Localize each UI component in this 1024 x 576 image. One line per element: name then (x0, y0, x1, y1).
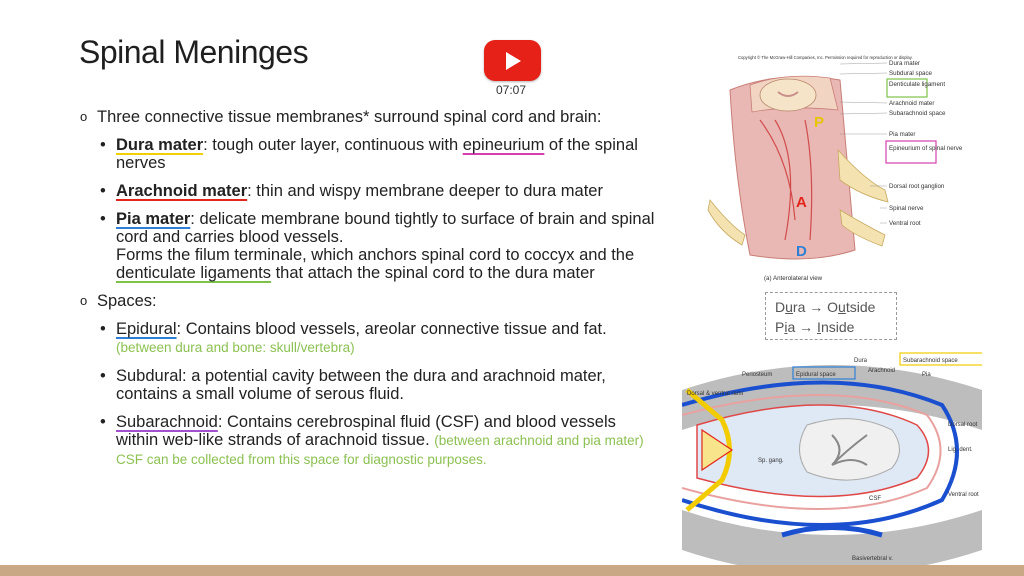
arrow-icon: → (809, 299, 824, 315)
circle-bullet-icon: o (80, 293, 88, 308)
svg-text:Ventral root: Ventral root (948, 492, 979, 498)
arachnoid-term: Arachnoid mater (116, 182, 248, 200)
svg-text:Pia: Pia (922, 372, 931, 378)
bullet-epidural: • Epidural: Contains blood vessels, areo… (80, 320, 660, 357)
subarachnoid-text: : Contains cerebrospinal fluid (CSF) and… (116, 413, 616, 449)
dot-bullet-icon: • (100, 210, 106, 228)
arrow-icon: → (799, 319, 814, 335)
svg-text:Spinal nerve: Spinal nerve (889, 205, 924, 212)
pia-text-3: that attach the spinal cord to the dura … (271, 264, 595, 282)
svg-text:CSF: CSF (869, 496, 881, 502)
svg-text:Lig. dent.: Lig. dent. (948, 447, 973, 453)
mnemonic-dura: Dura → Outside (775, 299, 876, 315)
bullet-pia: • Pia mater: delicate membrane bound tig… (80, 210, 660, 282)
circle-bullet-icon: o (80, 109, 88, 124)
bullet-subdural: • Subdural: a potential cavity between t… (80, 367, 660, 403)
bullet-membranes: o Three connective tissue membranes* sur… (80, 108, 660, 126)
svg-text:Dura mater: Dura mater (889, 60, 920, 67)
bullet-subarachnoid: • Subarachnoid: Contains cerebrospinal f… (80, 413, 660, 469)
svg-text:Pia mater: Pia mater (889, 131, 915, 138)
dot-bullet-icon: • (100, 182, 106, 200)
svg-text:(a) Anterolateral view: (a) Anterolateral view (764, 275, 823, 282)
dura-term: Dura mater (116, 136, 204, 154)
dot-bullet-icon: • (100, 413, 106, 431)
svg-text:Dura: Dura (854, 358, 868, 364)
page-title: Spinal Meninges (79, 34, 309, 70)
svg-text:Arachnoid mater: Arachnoid mater (889, 100, 934, 107)
svg-text:Epineurium of spinal nerve: Epineurium of spinal nerve (889, 145, 963, 152)
video-duration: 07:07 (496, 83, 527, 97)
svg-text:Dorsal & ventral rami: Dorsal & ventral rami (687, 391, 743, 397)
svg-text:A: A (796, 194, 807, 211)
pia-text: : delicate membrane bound tightly to sur… (116, 210, 655, 246)
epidural-term: Epidural (116, 320, 177, 338)
pia-term: Pia mater (116, 210, 191, 228)
svg-text:Dorsal root ganglion: Dorsal root ganglion (889, 183, 945, 190)
subdural-text: Subdural: a potential cavity between the… (116, 367, 606, 403)
svg-text:Ventral root: Ventral root (889, 220, 921, 227)
svg-text:Subarachnoid space: Subarachnoid space (889, 110, 946, 117)
epidural-note: (between dura and bone: skull/vertebra) (116, 340, 355, 355)
epineurium-term: epineurium (462, 136, 545, 154)
svg-text:Arachnoid: Arachnoid (868, 368, 895, 374)
spinal-cord-cross-section-figure: Dura Subarachnoid space Periosteum Epidu… (682, 350, 982, 565)
bullet-arachnoid: • Arachnoid mater: thin and wispy membra… (80, 182, 660, 200)
dura-text: : tough outer layer, continuous with (203, 136, 463, 154)
bullet-spaces: o Spaces: (80, 292, 660, 310)
footer-bar (0, 565, 1024, 576)
denticulate-term: denticulate ligaments (116, 264, 272, 282)
youtube-play-button[interactable] (484, 40, 541, 81)
pia-text-2: Forms the filum terminale, which anchors… (116, 246, 635, 264)
svg-text:P: P (814, 114, 824, 131)
play-icon (506, 52, 521, 70)
svg-text:Periosteum: Periosteum (742, 372, 772, 378)
dura-text-end: of the spinal nerves (116, 136, 638, 172)
mnemonic-pia: Pia → Inside (775, 319, 855, 335)
svg-text:D: D (796, 243, 807, 260)
dot-bullet-icon: • (100, 367, 106, 385)
bullet-dura: • Dura mater: tough outer layer, continu… (80, 136, 660, 172)
spinal-cord-anterolateral-figure: Copyright © The McGraw-Hill Companies, I… (707, 55, 963, 282)
svg-text:Subarachnoid space: Subarachnoid space (903, 358, 958, 364)
subarachnoid-term: Subarachnoid (116, 413, 218, 431)
svg-text:Denticulate ligament: Denticulate ligament (889, 81, 945, 88)
slide-body: o Three connective tissue membranes* sur… (80, 108, 660, 479)
svg-text:Dorsal root: Dorsal root (948, 422, 978, 428)
subarachnoid-note: (between arachnoid and pia mater) CSF ca… (116, 433, 644, 467)
mnemonic-box: Dura → Outside Pia → Inside (765, 292, 897, 340)
arachnoid-text: : thin and wispy membrane deeper to dura… (247, 182, 603, 200)
svg-text:Subdural space: Subdural space (889, 70, 933, 77)
spaces-text: Spaces: (97, 292, 157, 310)
epidural-text: : Contains blood vessels, areolar connec… (176, 320, 607, 338)
dot-bullet-icon: • (100, 320, 106, 338)
svg-text:Epidural space: Epidural space (796, 372, 836, 378)
svg-text:Copyright © The McGraw-Hill Co: Copyright © The McGraw-Hill Companies, I… (738, 55, 913, 60)
svg-text:Sp. gang.: Sp. gang. (758, 458, 784, 464)
intro-text: Three connective tissue membranes* surro… (97, 108, 602, 126)
dot-bullet-icon: • (100, 136, 106, 154)
svg-text:Basivertebral v.: Basivertebral v. (852, 556, 893, 562)
